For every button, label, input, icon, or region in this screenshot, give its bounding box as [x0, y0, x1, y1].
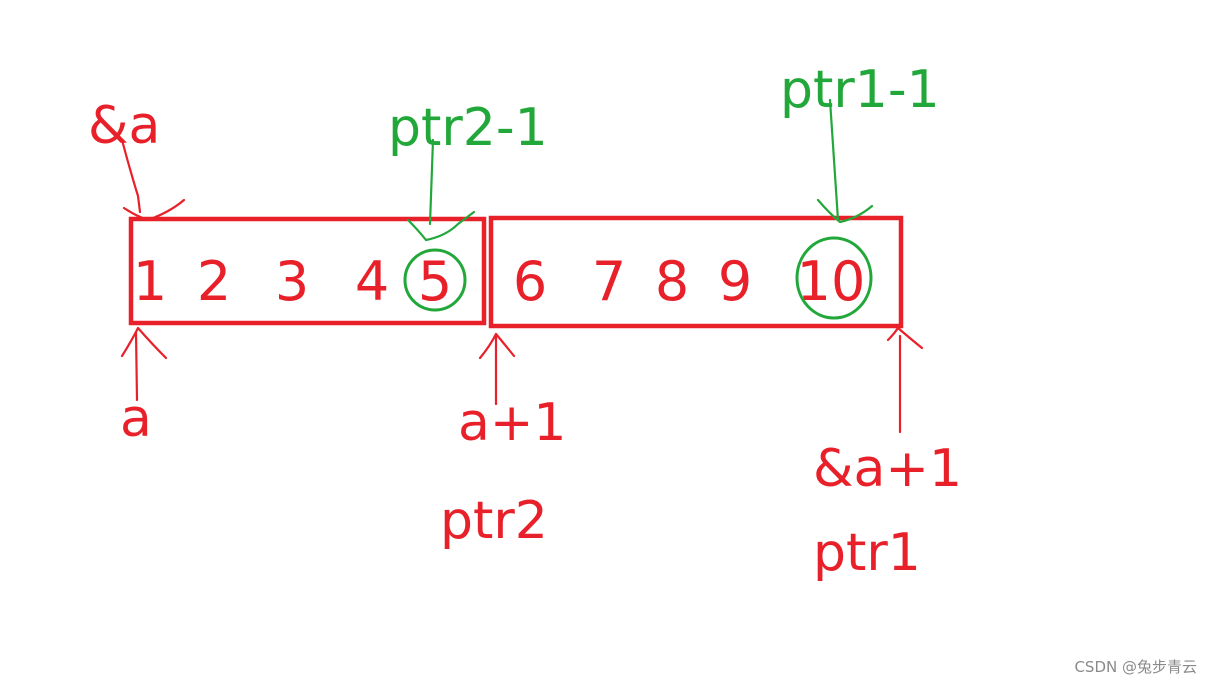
label-ptr2: ptr2 [440, 491, 548, 551]
label-address-of-a-plus-1: &a+1 [813, 439, 962, 499]
arrow-address-of-a-plus-1 [886, 326, 924, 434]
element-3: 3 [275, 250, 309, 313]
array-row-2-box [488, 215, 904, 329]
arrow-address-of-a [120, 138, 186, 222]
highlight-circle-5 [403, 248, 467, 312]
label-ptr1: ptr1 [813, 523, 921, 583]
element-4: 4 [355, 250, 389, 313]
highlight-circle-10 [795, 236, 873, 320]
element-8: 8 [655, 250, 689, 313]
element-7: 7 [592, 250, 626, 313]
element-2: 2 [197, 250, 231, 313]
label-a-plus-1: a+1 [458, 393, 567, 453]
element-6: 6 [513, 250, 547, 313]
csdn-watermark: CSDN @兔步青云 [1074, 658, 1197, 676]
array-row-1-box [128, 216, 487, 326]
label-ptr2-minus-1: ptr2-1 [388, 98, 548, 158]
element-9: 9 [718, 250, 752, 313]
arrow-ptr2-minus-1 [406, 138, 476, 242]
arrow-a-plus-1 [478, 332, 516, 406]
element-5: 5 [418, 250, 452, 313]
label-ptr1-minus-1: ptr1-1 [780, 60, 940, 120]
element-10: 10 [797, 250, 866, 313]
arrow-ptr1-minus-1 [816, 98, 874, 224]
arrow-a [120, 326, 168, 402]
element-1: 1 [133, 250, 167, 313]
